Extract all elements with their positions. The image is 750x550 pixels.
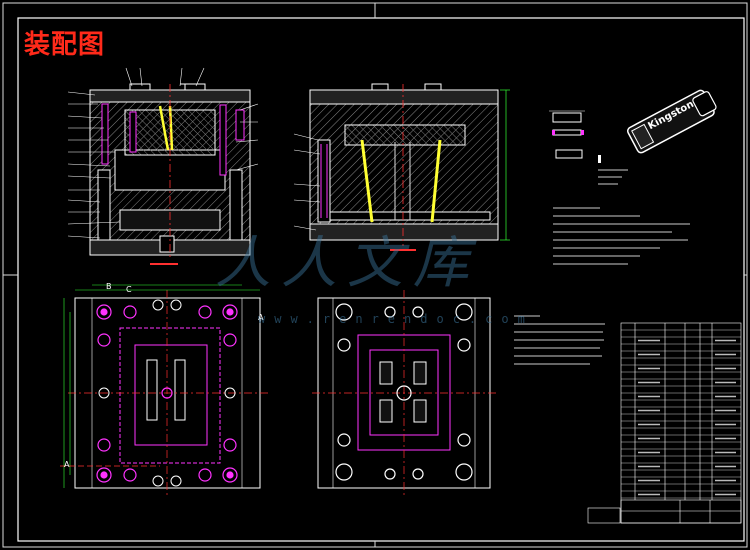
title-block [620, 499, 742, 524]
bottom-center-block [587, 507, 621, 524]
working-principle-lines [514, 315, 605, 365]
drawing-title: 装配图 [24, 30, 106, 60]
watermark-url: www.renrendoc.com [258, 312, 534, 326]
moving-half-holes [96, 304, 238, 483]
moving-half-plan-view [60, 284, 268, 495]
watermark-text: 人人文库 [215, 231, 479, 296]
dim-letter-a-left: A [64, 460, 70, 469]
dim-letter-c: C [126, 285, 132, 294]
dim-letter-a-top: A [258, 313, 264, 322]
side-view-leaders [293, 133, 321, 231]
parts-list-text-stubs [638, 339, 736, 496]
product-views [549, 110, 601, 163]
parts-list-table [620, 322, 742, 524]
moving-half-bolts [98, 299, 236, 487]
fixed-half-holes [335, 303, 473, 481]
side-section-view [309, 83, 510, 251]
parts-list-rows [621, 329, 741, 499]
technical-notes-lines [553, 169, 690, 265]
front-section-view [89, 83, 251, 265]
fixed-half-plan-view [312, 290, 496, 495]
usb-drive-illustration [627, 89, 717, 154]
dim-letter-b: B [106, 282, 112, 291]
front-view-leaders [67, 67, 259, 239]
inner-border [17, 17, 745, 542]
